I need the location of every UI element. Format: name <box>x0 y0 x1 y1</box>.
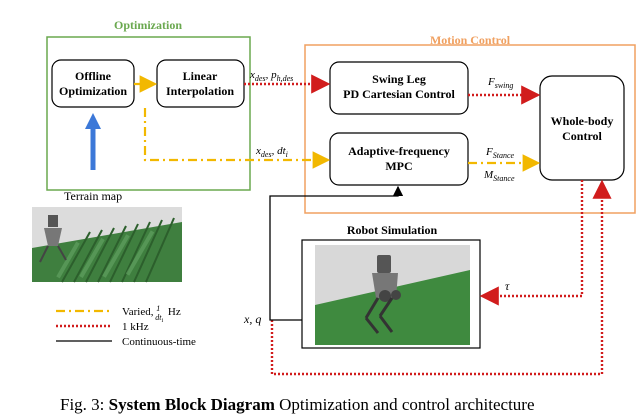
optimization-group-title: Optimization <box>114 18 182 32</box>
optimization-group <box>46 36 251 191</box>
motion-control-group <box>304 44 636 214</box>
terrain-map-image <box>32 207 182 283</box>
m-stance-label: MStance <box>483 169 515 183</box>
tau-label: τ <box>505 279 510 293</box>
legend-continuous-label: Continuous-time <box>122 336 196 348</box>
terrain-arrow-head <box>85 113 101 129</box>
edge-opt-to-mpc-label: xdes, dti <box>255 145 288 159</box>
caption-prefix: Fig. 3: <box>60 395 109 414</box>
f-stance-label: FStance <box>485 146 515 160</box>
caption-rest: Optimization and control architecture <box>274 395 535 414</box>
figure-caption: Fig. 3: System Block Diagram Optimizatio… <box>60 395 640 415</box>
f-swing-label: Fswing <box>487 76 513 90</box>
x-q-label: x, q <box>243 312 261 326</box>
edge-feedback-loop <box>270 179 612 376</box>
legend-fast-label: 1 kHz <box>122 321 149 333</box>
whole-body-block <box>539 75 625 181</box>
edge-state-feedback <box>269 185 404 321</box>
edge-opt-to-mpc <box>143 108 331 169</box>
edge-wbc-to-robot <box>479 180 584 306</box>
motion-control-group-title: Motion Control <box>430 33 511 47</box>
edge-interp-to-swing-label: xdes, ph,des <box>249 69 293 83</box>
robot-simulation-title: Robot Simulation <box>347 223 438 237</box>
robot-simulation-image <box>315 245 470 345</box>
terrain-map-label: Terrain map <box>64 189 122 203</box>
caption-bold: System Block Diagram <box>108 395 275 414</box>
